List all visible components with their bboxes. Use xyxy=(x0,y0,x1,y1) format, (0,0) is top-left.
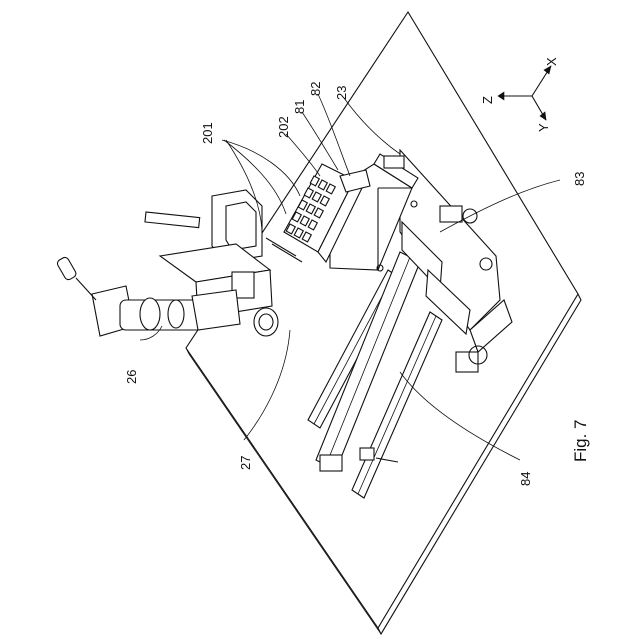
label-27: 27 xyxy=(238,456,253,470)
label-201: 201 xyxy=(200,122,215,144)
label-82: 82 xyxy=(308,82,323,96)
label-26: 26 xyxy=(124,370,139,384)
axis-y-label: Y xyxy=(536,123,551,132)
label-83: 83 xyxy=(572,172,587,186)
axis-x-label: X xyxy=(544,57,559,66)
l-frame xyxy=(400,150,512,372)
label-81: 81 xyxy=(292,100,307,114)
reference-labels: 201 202 81 82 23 83 26 27 84 xyxy=(124,82,587,486)
figure-caption: Fig. 7 xyxy=(571,419,590,462)
linear-rails xyxy=(308,252,442,498)
label-23: 23 xyxy=(334,86,349,100)
axis-z-label: Z xyxy=(480,96,495,104)
label-84: 84 xyxy=(518,472,533,486)
label-202: 202 xyxy=(276,116,291,138)
axis-triad: X Z Y xyxy=(480,57,559,132)
